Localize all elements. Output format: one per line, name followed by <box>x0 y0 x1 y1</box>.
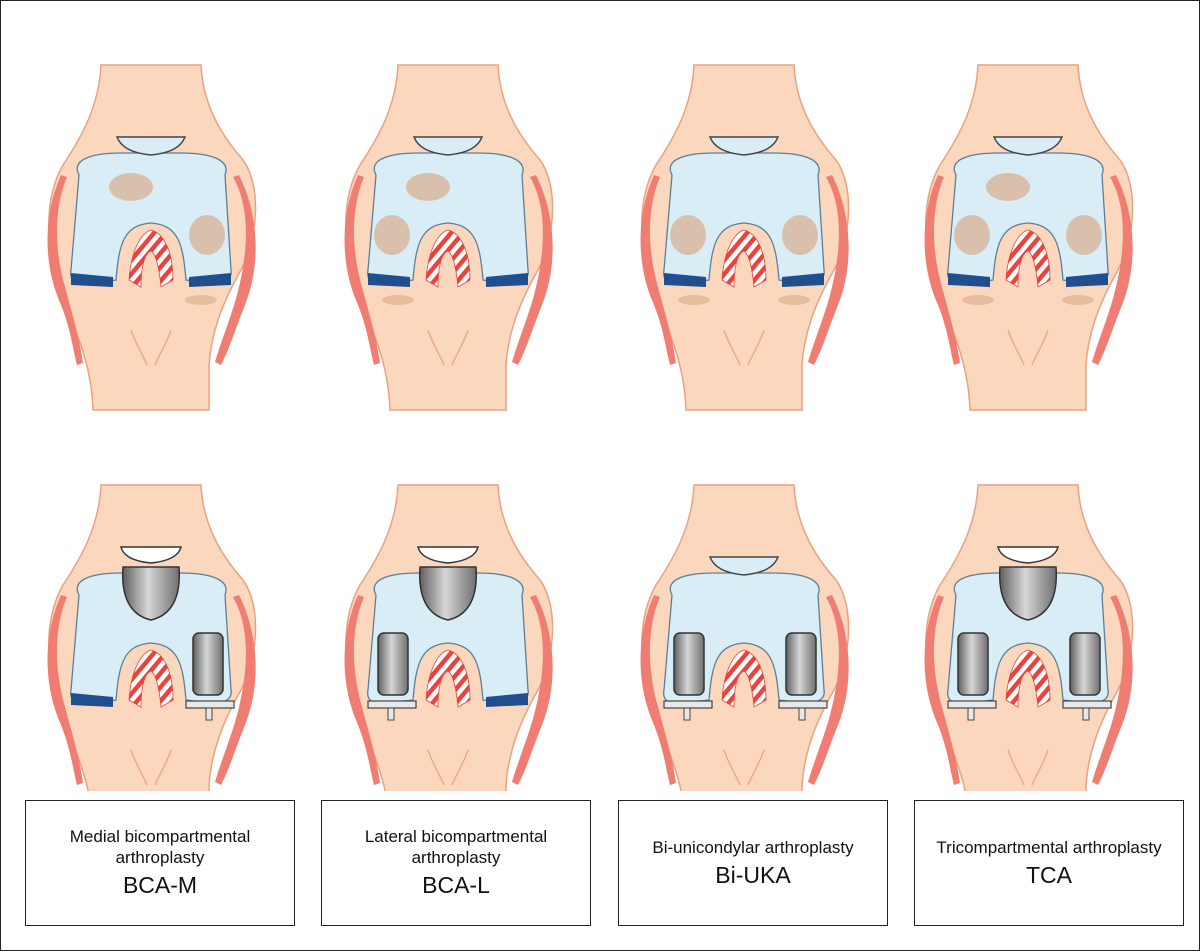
tibial-lesion <box>678 295 710 305</box>
postop-knee-4 <box>925 485 1133 791</box>
unicondylar-implant <box>674 633 704 695</box>
tibial-tray <box>779 701 827 708</box>
preop-knee-3 <box>641 65 849 410</box>
label-box-tca: Tricompartmental arthroplasty TCA <box>914 800 1184 926</box>
tibial-lesion <box>382 295 414 305</box>
tibial-tray <box>1063 701 1111 708</box>
tibial-tray <box>186 701 234 708</box>
tibial-lesion <box>1062 295 1094 305</box>
label-abbreviation: TCA <box>1026 860 1072 890</box>
tibial-lesion <box>185 295 217 305</box>
knee-illustrations <box>1 1 1199 791</box>
preop-knee-2 <box>345 65 553 410</box>
label-abbreviation: BCA-M <box>123 870 197 900</box>
postop-knee-3 <box>641 485 849 791</box>
tibial-peg <box>684 708 690 720</box>
tibial-lesion <box>778 295 810 305</box>
tibial-tray <box>948 701 996 708</box>
cartilage-lesion <box>189 215 225 255</box>
tibial-tray <box>368 701 416 708</box>
preop-knee-1 <box>48 65 256 410</box>
tibial-peg <box>1083 708 1089 720</box>
tibial-lesion <box>962 295 994 305</box>
cartilage-lesion <box>954 215 990 255</box>
unicondylar-implant <box>378 633 408 695</box>
tibial-peg <box>388 708 394 720</box>
cartilage-lesion <box>782 215 818 255</box>
label-box-bca-l: Lateral bicompartmental arthroplasty BCA… <box>321 800 591 926</box>
preop-knee-4 <box>925 65 1133 410</box>
postop-knee-1 <box>48 485 256 791</box>
cartilage-lesion <box>1066 215 1102 255</box>
label-abbreviation: Bi-UKA <box>715 860 790 890</box>
unicondylar-implant <box>193 633 223 695</box>
tibial-peg <box>799 708 805 720</box>
tibial-peg <box>206 708 212 720</box>
label-description: Lateral bicompartmental arthroplasty <box>331 826 581 868</box>
label-description: Tricompartmental arthroplasty <box>924 837 1174 858</box>
cartilage-lesion <box>670 215 706 255</box>
cartilage-lesion <box>406 173 450 201</box>
tibial-peg <box>968 708 974 720</box>
unicondylar-implant <box>958 633 988 695</box>
label-abbreviation: BCA-L <box>422 870 490 900</box>
postop-knee-2 <box>345 485 553 791</box>
cartilage-lesion <box>109 173 153 201</box>
cartilage-lesion <box>986 173 1030 201</box>
label-box-bca-m: Medial bicompartmental arthroplasty BCA-… <box>25 800 295 926</box>
label-description: Bi-unicondylar arthroplasty <box>628 837 878 858</box>
unicondylar-implant <box>786 633 816 695</box>
tibial-tray <box>664 701 712 708</box>
cartilage-lesion <box>374 215 410 255</box>
unicondylar-implant <box>1070 633 1100 695</box>
label-box-bi-uka: Bi-unicondylar arthroplasty Bi-UKA <box>618 800 888 926</box>
label-description: Medial bicompartmental arthroplasty <box>35 826 285 868</box>
